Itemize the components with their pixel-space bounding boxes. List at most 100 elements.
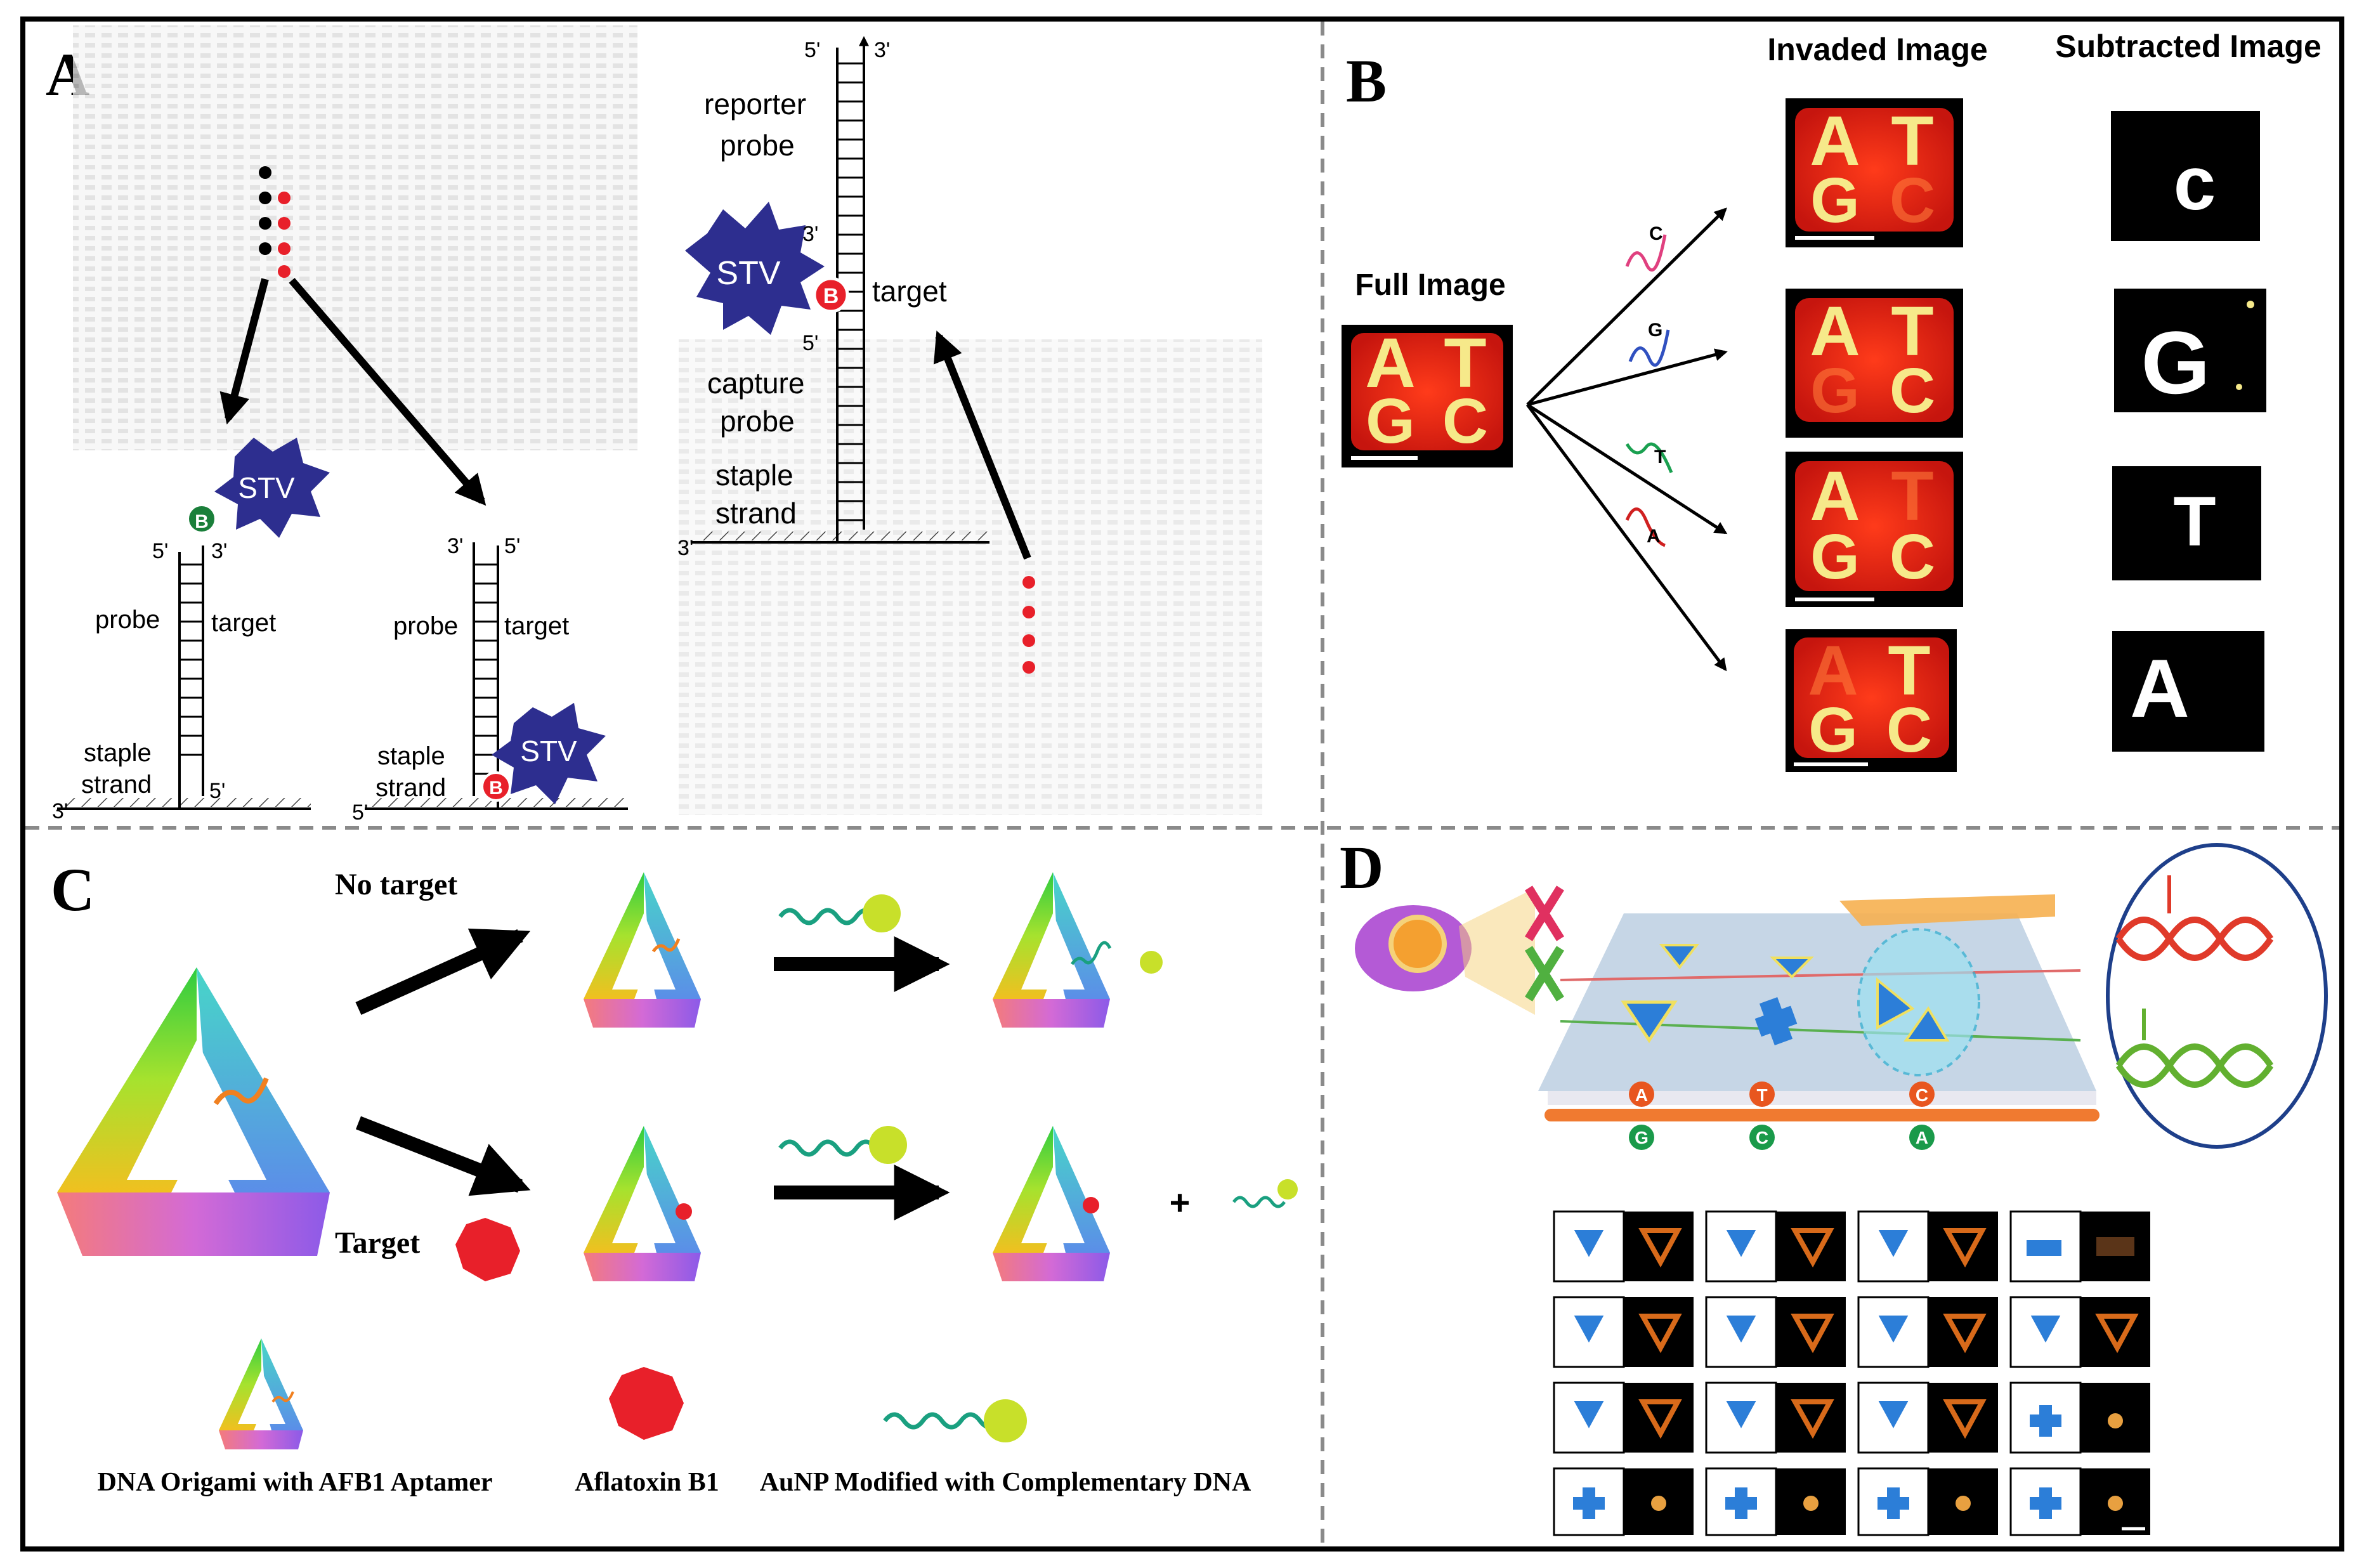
- surface-hatch-2: [371, 798, 628, 807]
- svg-text:probe: probe: [95, 606, 160, 634]
- base-bar: [1544, 1109, 2100, 1121]
- invaded-image-header: Invaded Image: [1767, 32, 1987, 67]
- svg-text:3': 3': [211, 539, 227, 563]
- panel-c: C No target Target: [51, 856, 1298, 1497]
- stv-protein-3: STV: [685, 202, 825, 335]
- subtracted-image-c: c: [2111, 111, 2260, 241]
- svg-text:A: A: [1635, 1085, 1648, 1105]
- svg-text:5': 5': [802, 331, 818, 355]
- legend-aunp-label: AuNP Modified with Complementary DNA: [760, 1468, 1251, 1497]
- svg-text:strand: strand: [81, 771, 152, 799]
- svg-text:3': 3': [52, 799, 68, 823]
- origami-no-target: [584, 872, 701, 1028]
- stv-protein-2: STV: [492, 703, 606, 804]
- svg-text:5': 5': [152, 539, 168, 563]
- svg-text:B: B: [489, 778, 503, 799]
- legend-origami: [219, 1338, 303, 1449]
- svg-text:reporter: reporter: [704, 88, 806, 121]
- svg-text:G: G: [1648, 320, 1662, 341]
- stv-protein-1: STV: [214, 438, 330, 538]
- svg-text:C: C: [1756, 1128, 1768, 1147]
- origami-target-final: [993, 1126, 1110, 1281]
- svg-text:T: T: [1888, 632, 1930, 710]
- arrow-to-stv-complex: [289, 278, 487, 506]
- strand-c: [1625, 234, 1667, 272]
- legend-aunp-icon: [883, 1399, 1027, 1442]
- invaded-image-g: A T G C: [1786, 289, 1963, 438]
- arrow-to-probe-complex: [219, 278, 269, 425]
- svg-text:5': 5': [209, 779, 225, 803]
- arrow-a: [1525, 403, 1727, 672]
- svg-text:strand: strand: [375, 774, 446, 802]
- svg-text:C: C: [1649, 223, 1663, 244]
- svg-text:target: target: [504, 612, 569, 640]
- svg-text:3': 3': [447, 534, 463, 558]
- svg-text:A: A: [1810, 457, 1860, 535]
- bases-bottom: G C A: [1629, 1125, 1935, 1150]
- arrow-t: [1526, 403, 1728, 535]
- subtracted-image-a: A: [2112, 631, 2264, 752]
- svg-text:3': 3': [802, 222, 818, 246]
- svg-text:T: T: [1444, 324, 1486, 402]
- target-label: Target: [335, 1226, 420, 1260]
- svg-text:T: T: [1654, 447, 1666, 467]
- svg-text:G: G: [1808, 695, 1858, 766]
- full-image: A T G C: [1342, 324, 1513, 467]
- svg-text:target: target: [872, 275, 947, 308]
- svg-text:T: T: [1891, 102, 1933, 180]
- subtracted-image-header: Subtracted Image: [2055, 29, 2322, 64]
- strand-t: [1625, 442, 1673, 473]
- origami-dots-top: [259, 166, 291, 278]
- origami-aunp-bound: [993, 872, 1163, 1028]
- surface-hatch-1: [63, 798, 311, 807]
- biotin-green: [186, 504, 217, 534]
- svg-text:5': 5': [352, 800, 368, 825]
- svg-text:target: target: [211, 609, 276, 637]
- svg-text:G: G: [1810, 165, 1860, 236]
- arrow-to-capture-complex: [933, 330, 1031, 560]
- svg-text:5': 5': [504, 534, 520, 558]
- strand-a: [1625, 507, 1666, 547]
- svg-text:A: A: [1365, 324, 1415, 402]
- svg-text:A: A: [1647, 526, 1661, 547]
- panel-b: B Invaded Image Subtracted Image Full Im…: [1342, 29, 2322, 772]
- full-image-label: Full Image: [1355, 268, 1505, 302]
- svg-text:C: C: [1890, 521, 1935, 592]
- ladder-probe-target-2: [473, 542, 499, 809]
- aunp-released: [1232, 1179, 1298, 1208]
- svg-text:C: C: [1442, 386, 1488, 457]
- svg-text:G: G: [1810, 355, 1860, 426]
- subtracted-image-t: T: [2112, 466, 2261, 580]
- aflatoxin-hexagon: [455, 1218, 520, 1281]
- biotin-red-1: [481, 771, 511, 802]
- svg-text:A: A: [2130, 642, 2190, 735]
- ladder-probe-target-1: [178, 546, 204, 809]
- arrow-g: [1527, 348, 1728, 407]
- no-target-label: No target: [335, 868, 457, 901]
- svg-text:staple: staple: [715, 459, 793, 492]
- panel-d-letter: D: [1340, 833, 1383, 901]
- svg-text:STV: STV: [520, 735, 577, 768]
- svg-text:capture: capture: [707, 367, 804, 400]
- svg-text:A: A: [1808, 632, 1858, 710]
- svg-text:A: A: [1916, 1128, 1928, 1147]
- invaded-image-t: A T G C: [1786, 452, 1963, 607]
- svg-text:G: G: [2141, 313, 2211, 412]
- dna-helix-green: [2115, 1009, 2274, 1088]
- invaded-image-c: A T G C: [1786, 98, 1963, 247]
- panel-b-letter: B: [1346, 47, 1387, 115]
- svg-text:T: T: [1891, 292, 1933, 370]
- invaded-image-a: A T G C: [1786, 629, 1957, 772]
- dna-helix-red: [2115, 875, 2274, 961]
- origami-background-left: [73, 25, 637, 450]
- aunp-probe-bottom: [778, 1126, 907, 1164]
- svg-text:STV: STV: [238, 471, 295, 504]
- svg-text:C: C: [1916, 1085, 1928, 1105]
- svg-text:T: T: [1756, 1085, 1767, 1105]
- svg-text:C: C: [1890, 355, 1935, 426]
- aunp-probe-top: [778, 894, 901, 932]
- svg-text:G: G: [1635, 1128, 1649, 1147]
- biotin-red-2: [813, 277, 849, 313]
- afm-grid: [1553, 1210, 2150, 1536]
